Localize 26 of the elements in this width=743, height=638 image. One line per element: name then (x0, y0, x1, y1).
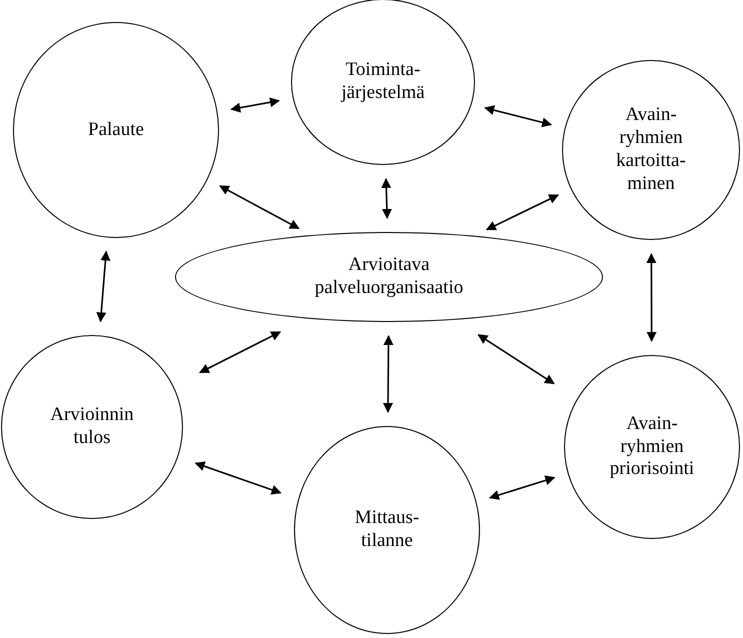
double-arrow (646, 253, 657, 342)
double-arrow (96, 250, 110, 322)
double-arrow (478, 334, 555, 384)
double-arrow (194, 461, 282, 495)
node-label: Avain- ryhmien kartoitta- minen (616, 104, 686, 196)
double-arrow (486, 194, 560, 230)
double-arrow (381, 178, 392, 219)
circle-node (1, 335, 183, 519)
node-label: Toiminta- järjestelmä (341, 59, 425, 105)
double-arrow (219, 185, 300, 230)
node-label: Mittaus- tilanne (354, 507, 420, 553)
circle-node (564, 355, 740, 539)
circle-node (13, 22, 219, 238)
double-arrow (488, 476, 556, 500)
node-label: Palaute (88, 118, 144, 142)
node-label: Arvioinnin tulos (50, 404, 134, 450)
circle-node (294, 426, 480, 634)
double-arrow (383, 335, 394, 413)
ellipse-node (175, 232, 603, 322)
double-arrow (484, 105, 552, 128)
node-label: Arvioitava palveluorganisaatio (314, 254, 464, 300)
circle-node (291, 0, 475, 165)
node-label: Avain- ryhmien priorisointi (610, 412, 694, 482)
double-arrow (199, 331, 282, 374)
double-arrow (230, 97, 280, 113)
circle-node (562, 60, 740, 240)
